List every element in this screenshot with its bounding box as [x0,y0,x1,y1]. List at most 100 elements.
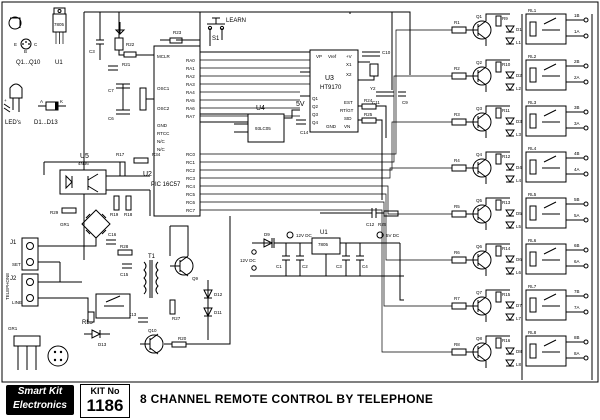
channel-transistor [472,296,492,316]
status-led [505,37,515,45]
status-led [505,359,515,367]
c10-label: C10 [382,50,391,55]
pin-e-label: E [14,42,17,47]
output-terminal-a[interactable] [583,33,589,39]
channel-transistor [472,204,492,224]
led-resistor [495,245,502,257]
transistor-label: Q8 [476,336,483,341]
base-resistor [451,26,467,34]
svg-text:+: + [4,98,7,103]
relay-label: RL3 [528,100,537,105]
relay-label: RL7 [528,284,537,289]
relay-label: RL1 [528,8,537,13]
d13-label: D13 [98,342,107,347]
base-resistor [451,210,467,218]
output-terminal-a[interactable] [583,125,589,131]
r27-label: R27 [172,316,181,321]
flyback-diode [505,347,515,355]
r20-label: R20 [178,336,187,341]
r24-label: R24 [364,98,373,103]
d11-label: D11 [214,310,222,315]
led-resistor-label: R14 [502,246,511,251]
u3-pin-5: EST [344,100,353,105]
c3-label: C3 [89,49,95,54]
r22-label: R22 [126,42,135,47]
t1-transformer: T1 [143,254,159,298]
diode-label: D1 [516,27,522,32]
output-a-label: 6A [574,259,580,264]
output-terminal-b[interactable] [583,201,589,207]
kit-number: 1186 [86,396,124,415]
c1-label: C1 [276,264,282,269]
output-b-label: 6B [574,243,580,248]
brand-line2: Electronics [13,400,67,411]
q9-transistor: Q9 [170,255,199,281]
gr1-package-icon: GR1 [8,326,69,370]
kit-label: KIT No [90,386,120,396]
j2-line-connector[interactable]: J2 LINE [10,273,39,307]
r26-label: R26 [378,222,387,227]
learn-switch[interactable]: LEARN S1 [207,17,246,46]
c9-label: C9 [402,100,408,105]
led-label: L7 [516,316,522,321]
legend: E B C Q1...Q10 7805 U1 + LED's A K D1...… [3,7,67,126]
u2-pin-ra3: RA3 [186,82,195,87]
c14-label: C14 [300,130,309,135]
output-terminal-b[interactable] [583,63,589,69]
output-terminal-b[interactable] [583,109,589,115]
pin-k-label: K [60,99,63,104]
q10-transistor: Q10 [140,328,164,355]
u3-pin-2: +V [346,54,352,59]
output-terminal-a[interactable] [583,263,589,269]
u2-pin-rc2: RC2 [186,168,195,173]
relay-label: RL5 [528,192,537,197]
transistor-bottom-view-icon [20,38,32,50]
j1-label: J1 [10,240,17,246]
v12dc-label: 12V DC [296,233,313,238]
u4-part: 93LC05 [255,126,271,131]
schematic-border [1,1,599,383]
c13-label: C13 [128,312,137,317]
c3b-label: C3 [336,264,342,269]
led-label: L1 [516,40,522,45]
j1-set-connector[interactable]: J1 SET [10,237,39,271]
diode-label: D7 [516,303,522,308]
line-label: LINE [12,300,22,305]
footer: Smart Kit Electronics KIT No 1186 8 CHAN… [4,384,596,418]
u2-pin-ra6: RA6 [186,106,195,111]
output-terminal-b[interactable] [583,293,589,299]
u2-pin-ra7: RA7 [186,114,195,119]
rl9-label: RL9 [82,320,94,326]
c12-label: C12 [366,222,375,227]
led-caption: LED's [5,120,21,126]
regulator-part-label: 7805 [54,22,65,27]
base-resistor [451,72,467,80]
base-resistor [451,118,467,126]
base-resistor-label: R6 [454,250,460,255]
c7-label: C7 [108,88,114,93]
output-a-label: 5A [574,213,580,218]
output-terminal-a[interactable] [583,79,589,85]
output-terminal-a[interactable] [583,171,589,177]
u2-pin-gnd: GND [157,123,168,128]
diode-label: D2 [516,73,522,78]
output-terminal-b[interactable] [583,339,589,345]
base-resistor-label: R8 [454,342,460,347]
learn-label: LEARN [226,18,246,24]
d9-label: D9 [264,232,270,237]
output-terminal-a[interactable] [583,309,589,315]
led-icon: + [3,83,23,113]
output-terminal-b[interactable] [583,247,589,253]
relay-label: RL6 [528,238,537,243]
output-terminal-a[interactable] [583,217,589,223]
output-terminal-a[interactable] [583,355,589,361]
transistor-label: Q6 [476,244,483,249]
output-terminal-b[interactable] [583,17,589,23]
transistor-label: Q2 [476,60,483,65]
r19-label: R19 [110,212,119,217]
output-terminal-b[interactable] [583,155,589,161]
led-resistor-label: R15 [502,292,511,297]
pin-b-label: B [24,49,27,54]
